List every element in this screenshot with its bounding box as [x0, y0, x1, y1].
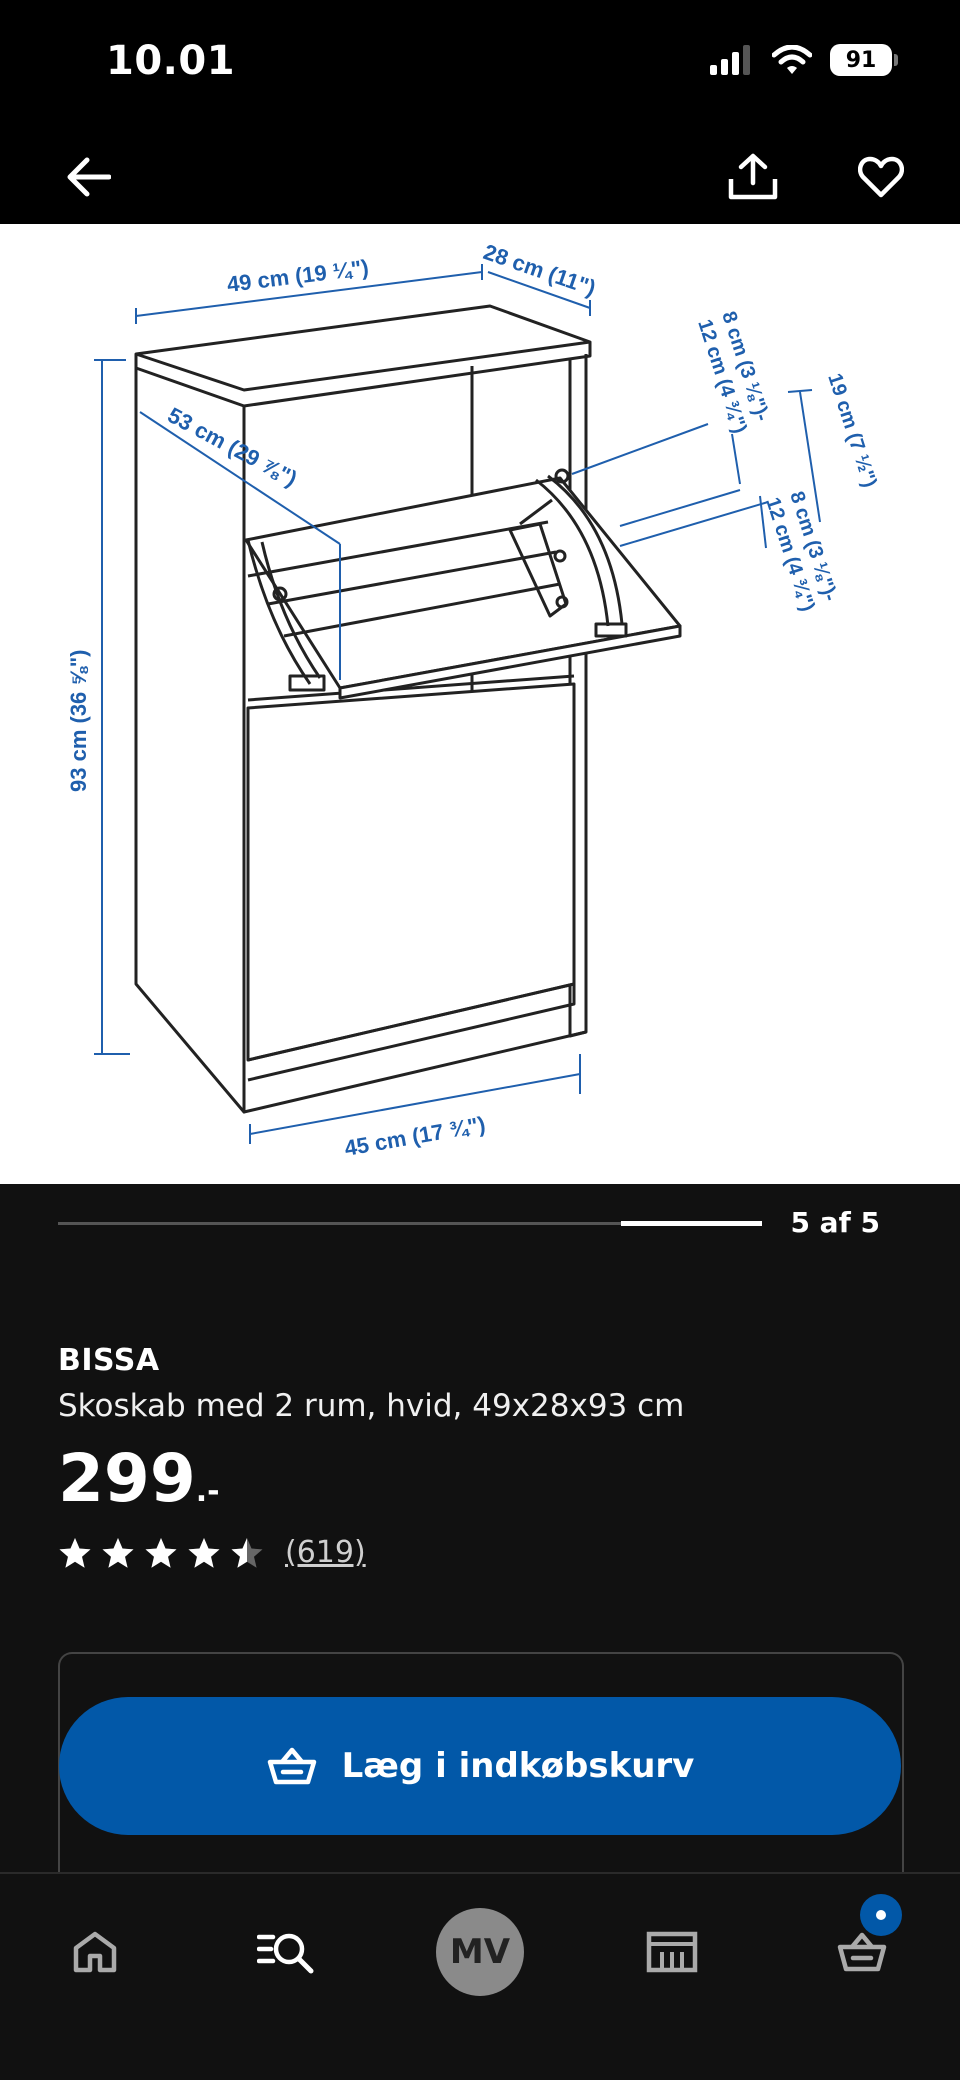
wifi-icon — [772, 45, 812, 74]
back-button[interactable] — [42, 130, 136, 224]
gallery-progress — [58, 1221, 762, 1226]
tab-stores[interactable] — [622, 1902, 722, 2002]
star-icon — [231, 1537, 263, 1568]
product-name: BISSA — [58, 1343, 160, 1378]
cart-icon — [837, 1932, 887, 1972]
basket-icon — [266, 1746, 318, 1786]
star-icon — [59, 1537, 91, 1568]
cart-badge — [860, 1894, 902, 1936]
tab-cart[interactable] — [812, 1894, 912, 2002]
dimension-diagram: 49 cm (19 ¼") 28 cm (11") 93 cm (36 ⅝") … — [66, 239, 881, 1161]
product-image-dimensions[interactable]: 49 cm (19 ¼") 28 cm (11") 93 cm (36 ⅝") … — [0, 224, 960, 1184]
search-list-icon — [257, 1933, 314, 1974]
status-time: 10.01 — [106, 38, 236, 84]
rating-stars — [58, 1536, 273, 1570]
rating[interactable]: (619) — [58, 1535, 366, 1570]
star-icon — [102, 1537, 134, 1568]
price-value: 299 — [58, 1440, 196, 1517]
favorite-button[interactable] — [834, 130, 928, 224]
avatar: MV — [436, 1908, 524, 1996]
battery-icon: 91 — [830, 44, 898, 76]
gallery-progress-fill — [621, 1221, 762, 1226]
home-icon — [73, 1931, 117, 1973]
label-drawer-depth: 53 cm (29 ⅞") — [164, 402, 302, 491]
star-icon — [145, 1537, 177, 1568]
share-icon — [728, 153, 778, 200]
label-depth: 28 cm (11") — [480, 239, 599, 301]
star-icon — [188, 1537, 220, 1568]
store-icon — [646, 1931, 698, 1973]
product-description: Skoskab med 2 rum, hvid, 49x28x93 cm — [58, 1388, 685, 1424]
label-inner-width: 45 cm (17 ¾") — [343, 1112, 488, 1161]
bottom-tab-bar: MV — [0, 1872, 960, 2080]
signal-icon — [710, 45, 750, 75]
label-height: 93 cm (36 ⅝") — [66, 649, 91, 792]
heart-icon — [858, 156, 904, 198]
share-button[interactable] — [706, 130, 800, 224]
add-to-cart-button[interactable]: Læg i indkøbskurv — [59, 1697, 901, 1835]
status-bar: 10.01 91 — [0, 0, 960, 130]
status-icons: 91 — [710, 44, 898, 76]
image-counter: 5 af 5 — [790, 1206, 880, 1239]
label-side-height: 19 cm (7 ½") — [823, 371, 881, 490]
tab-profile[interactable]: MV — [430, 1902, 530, 2002]
battery-level: 91 — [830, 44, 892, 76]
top-nav — [0, 130, 960, 224]
tab-home[interactable] — [45, 1902, 145, 2002]
add-to-cart-label: Læg i indkøbskurv — [341, 1746, 695, 1786]
price-suffix: .- — [195, 1474, 220, 1509]
label-width: 49 cm (19 ¼") — [226, 255, 371, 297]
product-price: 299.- — [58, 1440, 220, 1517]
tab-search[interactable] — [236, 1902, 336, 2002]
back-arrow-icon — [67, 157, 111, 197]
review-count[interactable]: (619) — [285, 1535, 366, 1570]
